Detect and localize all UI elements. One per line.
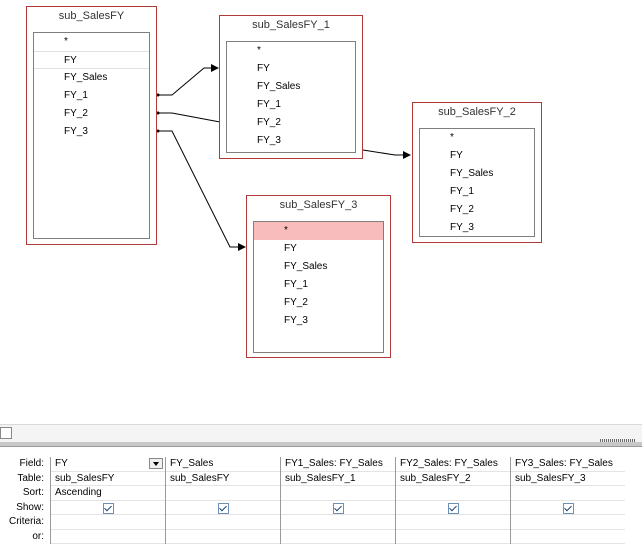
criteria-cell[interactable] <box>166 515 280 530</box>
grid-column[interactable]: FY2_Sales: FY_Sales sub_SalesFY_2 <box>395 457 510 544</box>
field-item[interactable]: * <box>64 36 68 47</box>
table-cell[interactable]: sub_SalesFY_2 <box>396 472 510 486</box>
table-cell[interactable]: sub_SalesFY_1 <box>281 472 395 486</box>
chevron-down-icon[interactable] <box>149 458 163 469</box>
field-item[interactable]: FY_1 <box>450 186 474 197</box>
table-cell[interactable]: sub_SalesFY <box>51 472 165 486</box>
table-cell[interactable]: sub_SalesFY <box>166 472 280 486</box>
field-item[interactable]: FY_3 <box>450 222 474 233</box>
grid-column[interactable]: FY3_Sales: FY_Sales sub_SalesFY_3 <box>510 457 625 544</box>
criteria-cell[interactable] <box>281 515 395 530</box>
sort-cell[interactable] <box>511 486 625 501</box>
show-cell[interactable] <box>166 501 280 515</box>
resize-grip-icon[interactable] <box>600 439 636 443</box>
checkmark-icon[interactable] <box>447 502 459 514</box>
checkmark-icon[interactable] <box>217 502 229 514</box>
checkmark-icon[interactable] <box>562 502 574 514</box>
field-item[interactable]: FY_Sales <box>257 81 301 92</box>
table-sub-salesfy-1[interactable]: sub_SalesFY_1 * FY FY_Sales FY_1 FY_2 FY… <box>219 15 363 159</box>
or-cell[interactable] <box>511 530 625 544</box>
row-label-field: Field: <box>19 458 44 469</box>
field-item[interactable]: FY_3 <box>284 315 308 326</box>
query-design-grid[interactable]: Field: Table: Sort: Show: Criteria: or: … <box>0 446 642 560</box>
field-item[interactable]: * <box>450 132 454 143</box>
field-item[interactable]: FY <box>450 150 463 161</box>
field-cell[interactable]: FY <box>51 457 165 472</box>
grid-column[interactable]: FY sub_SalesFY Ascending <box>50 457 165 544</box>
show-cell[interactable] <box>281 501 395 515</box>
field-item[interactable]: FY_Sales <box>284 261 328 272</box>
row-label-sort: Sort: <box>22 487 44 498</box>
field-item[interactable]: FY_2 <box>284 297 308 308</box>
show-cell[interactable] <box>51 501 165 515</box>
field-item[interactable]: FY <box>257 63 270 74</box>
pane-splitter[interactable] <box>0 442 642 446</box>
field-item[interactable]: * <box>257 45 261 56</box>
grid-column[interactable]: FY1_Sales: FY_Sales sub_SalesFY_1 <box>280 457 395 544</box>
or-cell[interactable] <box>396 530 510 544</box>
field-cell[interactable]: FY1_Sales: FY_Sales <box>281 457 395 472</box>
scroll-box[interactable] <box>0 427 12 439</box>
show-cell[interactable] <box>511 501 625 515</box>
field-item[interactable]: * <box>254 222 383 240</box>
field-item[interactable]: FY_3 <box>64 126 88 137</box>
table-sub-salesfy-2[interactable]: sub_SalesFY_2 * FY FY_Sales FY_1 FY_2 FY… <box>412 102 542 243</box>
row-label-show: Show: <box>16 501 44 513</box>
field-list[interactable]: * FY FY_Sales FY_1 FY_2 FY_3 <box>33 32 150 239</box>
row-label-criteria: Criteria: <box>8 516 44 527</box>
field-list[interactable]: * FY FY_Sales FY_1 FY_2 FY_3 <box>419 128 535 237</box>
or-cell[interactable] <box>281 530 395 544</box>
join-line-fy1-fy2 <box>362 149 411 159</box>
field-item[interactable]: FY_2 <box>64 108 88 119</box>
field-item[interactable]: FY <box>284 243 297 254</box>
table-sub-salesfy-3[interactable]: sub_SalesFY_3 * FY FY_Sales FY_1 FY_2 FY… <box>246 195 391 358</box>
field-item[interactable]: FY_1 <box>64 90 88 101</box>
field-item[interactable]: FY_Sales <box>64 72 108 83</box>
field-item[interactable]: FY_3 <box>257 135 281 146</box>
field-list[interactable]: * FY FY_Sales FY_1 FY_2 FY_3 <box>253 221 384 353</box>
checkmark-icon[interactable] <box>332 502 344 514</box>
row-label-table: Table: <box>17 472 44 484</box>
or-cell[interactable] <box>166 530 280 544</box>
field-item[interactable]: FY_1 <box>257 99 281 110</box>
criteria-cell[interactable] <box>511 515 625 530</box>
table-sub-salesfy[interactable]: sub_SalesFY * FY FY_Sales FY_1 FY_2 FY_3 <box>26 6 157 245</box>
query-design-diagram[interactable]: sub_SalesFY * FY FY_Sales FY_1 FY_2 FY_3… <box>0 0 642 424</box>
join-line-fy2 <box>158 112 221 123</box>
field-item[interactable]: FY_2 <box>257 117 281 128</box>
or-cell[interactable] <box>51 530 165 544</box>
grid-column[interactable]: FY_Sales sub_SalesFY <box>165 457 280 544</box>
criteria-cell[interactable] <box>396 515 510 530</box>
row-label-or: or: <box>32 530 44 542</box>
checkmark-icon[interactable] <box>102 502 114 514</box>
sort-cell[interactable] <box>281 486 395 501</box>
field-item[interactable]: FY <box>34 51 149 69</box>
field-item[interactable]: FY_1 <box>284 279 308 290</box>
field-item[interactable]: FY_Sales <box>450 168 494 179</box>
table-cell[interactable]: sub_SalesFY_3 <box>511 472 625 486</box>
horizontal-scrollbar[interactable] <box>0 424 642 443</box>
table-title: sub_SalesFY_3 <box>279 199 358 211</box>
field-cell[interactable]: FY_Sales <box>166 457 280 472</box>
field-cell[interactable]: FY2_Sales: FY_Sales <box>396 457 510 472</box>
field-cell[interactable]: FY3_Sales: FY_Sales <box>511 457 625 472</box>
grid-row-labels: Field: Table: Sort: Show: Criteria: or: <box>0 457 48 544</box>
sort-cell[interactable]: Ascending <box>51 486 165 501</box>
table-title: sub_SalesFY_1 <box>252 19 330 31</box>
criteria-cell[interactable] <box>51 515 165 530</box>
join-line-fy1 <box>158 64 219 96</box>
table-title: sub_SalesFY <box>58 10 125 22</box>
sort-cell[interactable] <box>166 486 280 501</box>
show-cell[interactable] <box>396 501 510 515</box>
field-list[interactable]: * FY FY_Sales FY_1 FY_2 FY_3 <box>226 41 356 153</box>
sort-cell[interactable] <box>396 486 510 501</box>
table-title: sub_SalesFY_2 <box>438 106 516 118</box>
field-item[interactable]: FY_2 <box>450 204 474 215</box>
